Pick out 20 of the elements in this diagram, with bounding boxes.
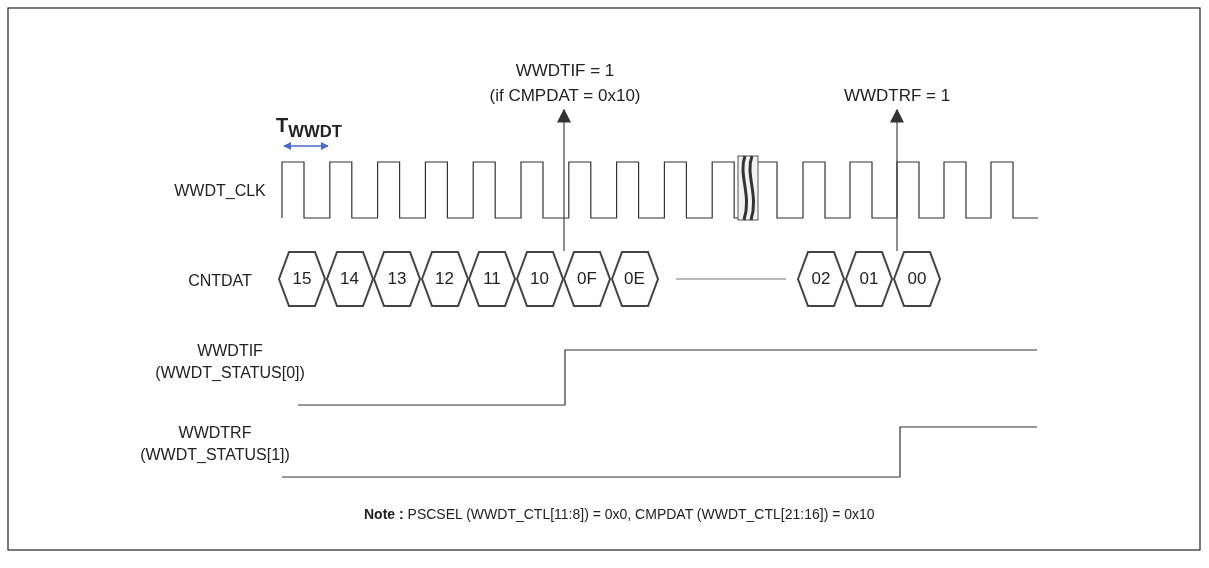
event-label: WWDTRF = 1: [843, 85, 951, 107]
bus-value-hexagon: 10: [515, 251, 564, 307]
signal-name: WWDT_CLK: [173, 182, 267, 200]
bus-value-hexagon: 12: [420, 251, 469, 307]
period-label: T$_{WWDT}$: [276, 114, 342, 142]
event-label: WWDTIF = 1: [515, 60, 615, 82]
note-text: Note : PSCSEL (WWDT_CTL[11:8]) = 0x0, CMPDAT (WWDT_CTL[21:16]) = 0x10: [364, 506, 875, 522]
event-label: (if CMPDAT = 0x10): [489, 85, 641, 107]
bus-value-hexagon: 0F: [563, 251, 611, 307]
signal-name: WWDTRF (WWDT_STATUS[1]): [140, 423, 290, 465]
bus-value-hexagon: 11: [468, 251, 516, 307]
bus-value-hexagon: 00: [893, 251, 941, 307]
bus-value-hexagon: 13: [373, 251, 421, 307]
bus-value-hexagon: 01: [845, 251, 893, 307]
bus-value-hexagon: 14: [325, 251, 374, 307]
signal-name: WWDTIF (WWDT_STATUS[0]): [155, 341, 305, 383]
bus-value-hexagon: 15: [278, 251, 326, 307]
bus-value-hexagon: 0E: [610, 251, 659, 307]
bus-value-hexagon: 02: [797, 251, 845, 307]
signal-name: CNTDAT: [187, 272, 253, 290]
